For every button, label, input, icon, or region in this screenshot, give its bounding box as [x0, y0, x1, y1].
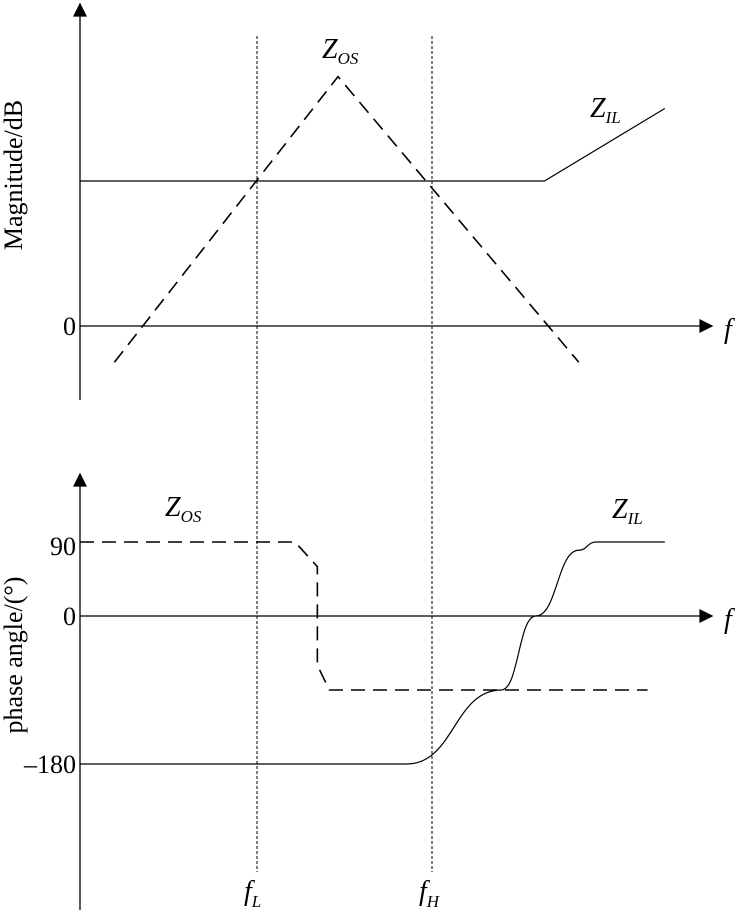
- magnitude-label-zos: ZOS: [322, 34, 359, 68]
- marker-label-fL: fL: [244, 876, 261, 911]
- phase-panel: phase angle/(°) 90 0 –180 f ZOS ZIL: [0, 472, 735, 910]
- phase-y-label: phase angle/(°): [0, 577, 28, 734]
- phase-y-tick-90: 90: [50, 532, 76, 561]
- phase-y-tick-0: 0: [63, 602, 76, 631]
- magnitude-series-zil: [80, 107, 666, 182]
- magnitude-panel: Magnitude/dB 0 f ZOS ZIL: [0, 2, 735, 400]
- phase-x-label: f: [724, 604, 735, 635]
- phase-label-zos: ZOS: [165, 492, 202, 526]
- marker-label-fH: fH: [419, 876, 441, 911]
- magnitude-y-tick-0: 0: [63, 312, 76, 341]
- phase-y-tick-minus180: –180: [23, 750, 76, 779]
- phase-series-zil: [80, 541, 665, 765]
- phase-label-zil: ZIL: [612, 494, 643, 528]
- magnitude-label-zil: ZIL: [590, 93, 621, 127]
- phase-series-zos: [80, 541, 648, 691]
- magnitude-x-label: f: [724, 314, 735, 345]
- magnitude-y-label: Magnitude/dB: [0, 100, 28, 250]
- magnitude-series-zos: [113, 75, 580, 363]
